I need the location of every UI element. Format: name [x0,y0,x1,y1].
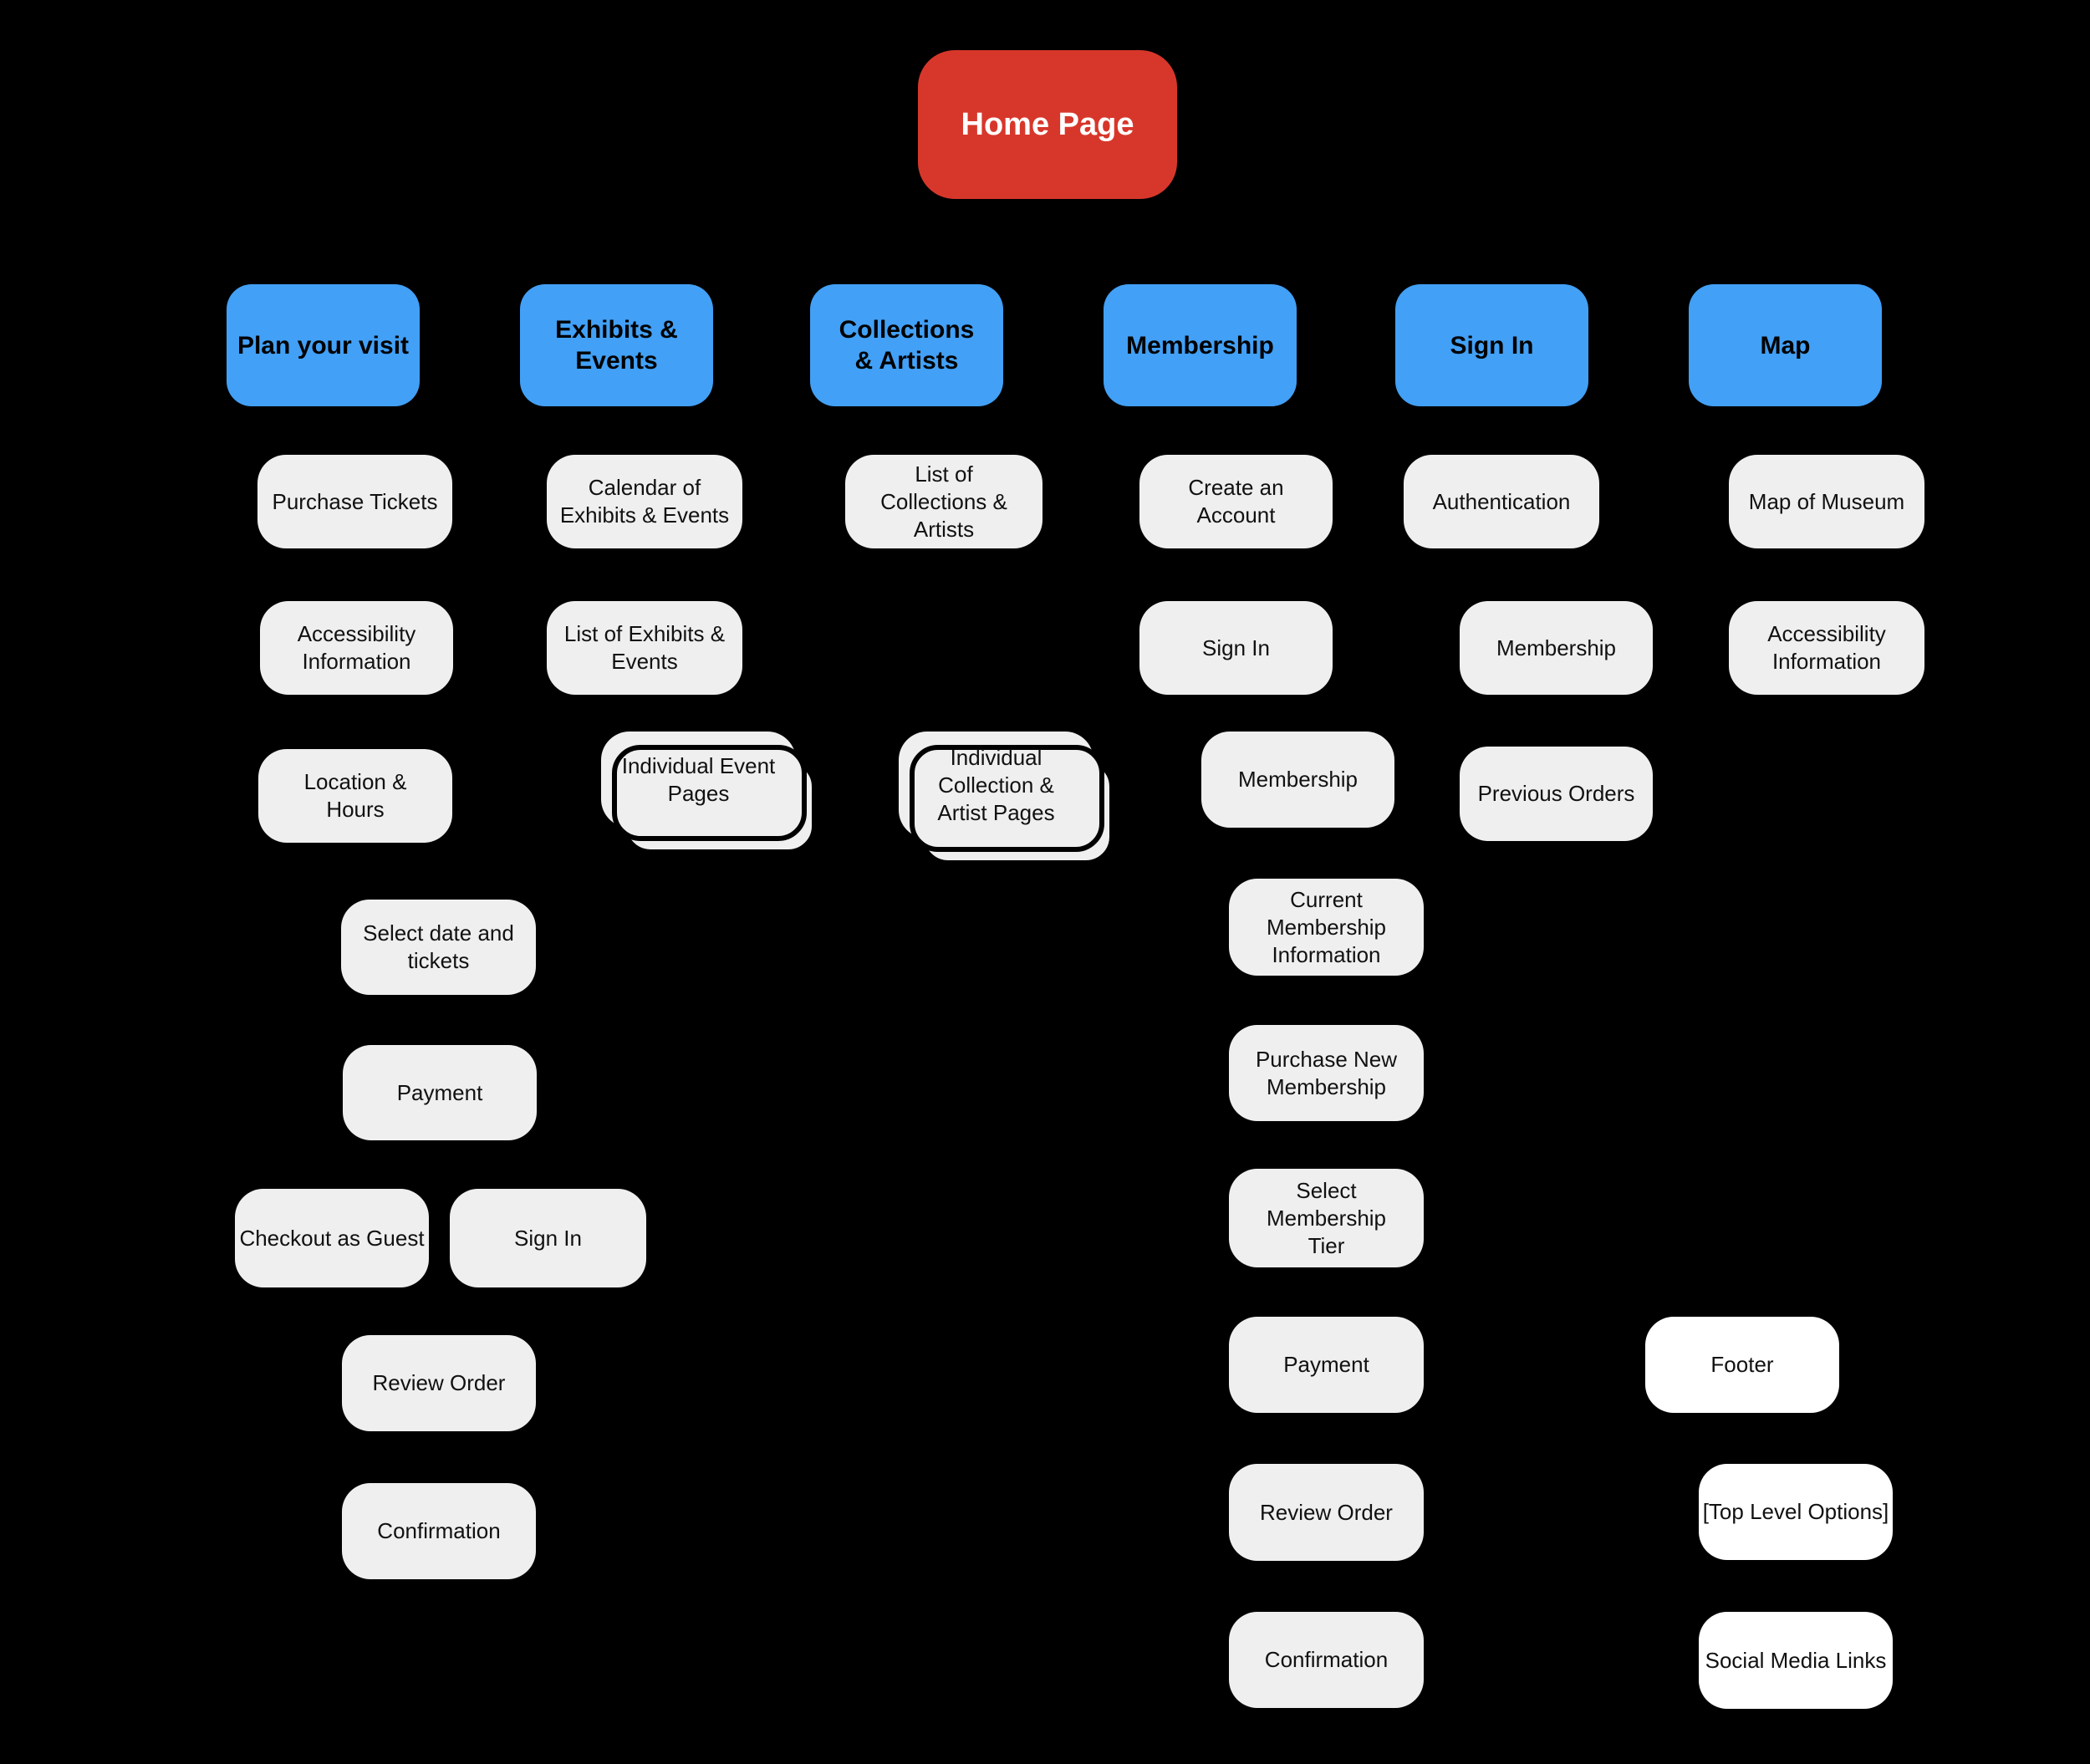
page-membership-signin-label: Membership [1496,635,1617,660]
page-checkout-as-guest: Checkout as Guest [235,1189,429,1287]
section-map-label: Map [1760,331,1811,359]
page-purchase-new-membership-label: Purchase New Membership [1255,1046,1398,1099]
page-purchase-new-membership: Purchase New Membership [1229,1025,1424,1121]
page-map-of-museum: Map of Museum [1729,455,1924,548]
page-individual-collection-artist-pages-label: Individual Collection & Artist Pages [937,744,1055,825]
page-select-date-and-tickets-label: Select date and tickets [363,920,514,973]
page-membership-signin: Membership [1460,601,1653,695]
page-payment-tickets: Payment [343,1045,537,1140]
page-sign-in-membership: Sign In [1139,601,1333,695]
page-list-of-collections-artists-label: List of Collections & Artists [880,461,1007,542]
page-review-order-tickets: Review Order [342,1335,536,1431]
page-list-of-exhibits-events-label: List of Exhibits & Events [563,621,726,674]
page-accessibility-information-visit: Accessibility Information [260,601,453,695]
section-plan-your-visit: Plan your visit [227,284,420,406]
page-purchase-tickets-label: Purchase Tickets [272,488,438,514]
page-list-of-exhibits-events: List of Exhibits & Events [547,601,742,695]
footer-node-label: Footer [1710,1352,1774,1377]
page-location-hours: Location & Hours [258,749,452,843]
section-sign-in-label: Sign In [1450,331,1534,359]
page-calendar-of-exhibits-events: Calendar of Exhibits & Events [547,455,742,548]
page-current-membership-information: Current Membership Information [1229,879,1424,976]
section-membership-label: Membership [1126,331,1274,359]
page-membership-account: Membership [1201,732,1394,828]
page-individual-event-pages: Individual Event Pages [601,732,796,828]
page-create-an-account-label: Create an Account [1188,475,1284,528]
page-sign-in-checkout: Sign In [450,1189,646,1287]
page-select-membership-tier: Select Membership Tier [1229,1169,1424,1267]
page-previous-orders-label: Previous Orders [1477,781,1635,806]
footer-top-level-options-label: [Top Level Options] [1702,1499,1889,1524]
page-review-order-membership-label: Review Order [1260,1499,1393,1525]
page-individual-collection-artist-pages: Individual Collection & Artist Pages [899,732,1093,839]
page-review-order-membership: Review Order [1229,1464,1424,1561]
section-membership: Membership [1104,284,1297,406]
page-map-of-museum-label: Map of Museum [1748,488,1905,514]
page-purchase-tickets: Purchase Tickets [257,455,452,548]
page-authentication-label: Authentication [1432,488,1571,514]
page-select-membership-tier-label: Select Membership Tier [1266,1177,1387,1258]
page-calendar-of-exhibits-events-label: Calendar of Exhibits & Events [559,475,730,528]
section-sign-in: Sign In [1395,284,1588,406]
page-location-hours-label: Location & Hours [303,769,407,822]
page-payment-membership-label: Payment [1283,1352,1369,1377]
footer-social-media-links-label: Social Media Links [1705,1647,1887,1673]
page-select-date-and-tickets: Select date and tickets [341,900,536,995]
page-create-an-account: Create an Account [1139,455,1333,548]
page-sign-in-checkout-label: Sign In [514,1225,582,1251]
page-sign-in-membership-label: Sign In [1202,635,1270,660]
page-confirmation-tickets: Confirmation [342,1483,536,1579]
section-plan-your-visit-label: Plan your visit [237,331,410,359]
footer-social-media-links: Social Media Links [1699,1612,1893,1709]
footer-node: Footer [1645,1317,1839,1413]
home-page-node: Home Page [918,50,1177,199]
page-accessibility-information-visit-label: Accessibility Information [297,621,416,674]
page-confirmation-tickets-label: Confirmation [377,1518,501,1543]
page-previous-orders: Previous Orders [1460,747,1653,841]
page-accessibility-information-map: Accessibility Information [1729,601,1924,695]
section-map: Map [1689,284,1882,406]
page-checkout-as-guest-label: Checkout as Guest [239,1225,425,1251]
page-individual-event-pages-label: Individual Event Pages [621,752,776,806]
footer-top-level-options: [Top Level Options] [1699,1464,1893,1560]
section-collections-artists: Collections & Artists [810,284,1003,406]
page-membership-account-label: Membership [1237,767,1358,792]
home-page-node-label: Home Page [961,106,1134,142]
section-collections-artists-label: Collections & Artists [839,316,975,375]
page-current-membership-information-label: Current Membership Information [1266,886,1387,967]
page-accessibility-information-map-label: Accessibility Information [1767,621,1886,674]
section-exhibits-events: Exhibits & Events [520,284,713,406]
page-payment-membership: Payment [1229,1317,1424,1413]
section-exhibits-events-label: Exhibits & Events [555,316,678,375]
page-list-of-collections-artists: List of Collections & Artists [845,455,1042,548]
page-payment-tickets-label: Payment [396,1079,483,1105]
page-authentication: Authentication [1404,455,1599,548]
page-review-order-tickets-label: Review Order [372,1370,506,1395]
page-confirmation-membership-label: Confirmation [1264,1647,1389,1672]
page-confirmation-membership: Confirmation [1229,1612,1424,1708]
